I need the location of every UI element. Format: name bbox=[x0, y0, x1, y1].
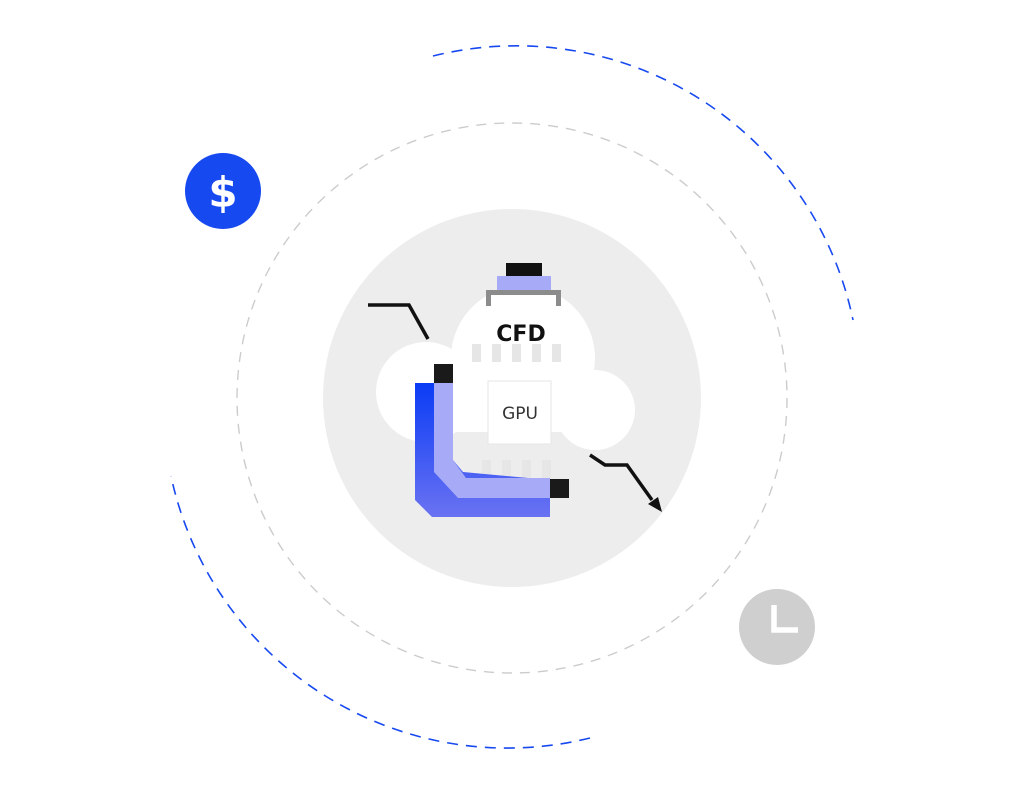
gpu-label: GPU bbox=[502, 404, 538, 424]
outer-arc-top-right bbox=[432, 45, 854, 321]
chip-cap bbox=[486, 263, 561, 307]
coolant-pipe-highlight bbox=[434, 383, 550, 498]
outer-arc-bottom-left bbox=[170, 475, 591, 749]
pipe-connector-end bbox=[550, 479, 569, 498]
trend-line-left bbox=[368, 303, 430, 340]
dollar-icon-circle bbox=[185, 153, 261, 229]
chip-pins-top bbox=[472, 344, 561, 362]
dollar-icon: $ bbox=[185, 153, 261, 229]
gpu-chip bbox=[487, 380, 552, 445]
dollar-icon-glyph: $ bbox=[208, 168, 237, 217]
trend-arrow-head bbox=[648, 497, 662, 512]
inner-dashed-ring bbox=[236, 122, 788, 674]
chip-pins-bottom bbox=[482, 460, 551, 478]
cfd-label: CFD bbox=[496, 322, 545, 347]
pipe-connector-top bbox=[434, 364, 453, 383]
trend-line-right bbox=[589, 453, 654, 502]
clock-icon bbox=[739, 589, 815, 665]
